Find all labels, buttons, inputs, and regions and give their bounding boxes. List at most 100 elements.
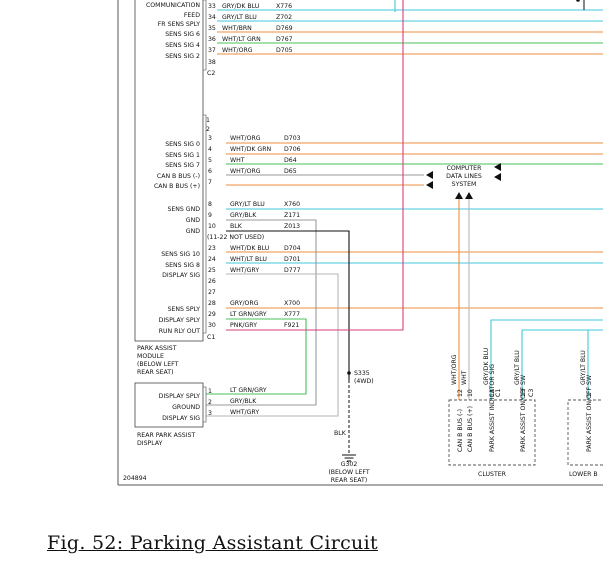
wire-color-code: GRY/LT BLU bbox=[230, 201, 265, 208]
circuit-id: D706 bbox=[284, 146, 301, 153]
pin-number: 10 bbox=[208, 223, 216, 230]
pins-not-used-note: (11-22 NOT USED) bbox=[207, 234, 264, 241]
wire-29-green-to-display bbox=[206, 318, 307, 395]
pin-number: 29 bbox=[208, 311, 216, 318]
pin-label: DISPLAY SPLY bbox=[159, 317, 201, 324]
pin-label: CAN B BUS (+) bbox=[154, 183, 200, 190]
cluster-pin-label: CAN B BUS (-) bbox=[457, 409, 464, 452]
pin-number: 3 bbox=[208, 135, 212, 142]
pin-number: 23 bbox=[208, 245, 216, 252]
pin-label: SENS SIG 7 bbox=[165, 162, 200, 169]
park-assist-module-box bbox=[134, 0, 204, 342]
arrow-left-icon bbox=[426, 181, 433, 189]
circuit-id: X776 bbox=[276, 3, 292, 10]
display-pin-number: 2 bbox=[208, 399, 212, 406]
pin-number: 7 bbox=[208, 179, 212, 186]
wire-color-code: WHT/BRN bbox=[222, 25, 252, 32]
arrow-left-icon bbox=[494, 173, 501, 181]
computer-data-lines-label: COMPUTER bbox=[447, 165, 482, 172]
pin-number: 34 bbox=[208, 14, 216, 21]
pin-number: 38 bbox=[208, 59, 216, 66]
circuit-id: F921 bbox=[284, 322, 299, 329]
pin-number: 6 bbox=[208, 168, 212, 175]
lower-pin-label: PARK ASSIST ON/OFF SW bbox=[586, 375, 593, 452]
pin-number: 24 bbox=[208, 256, 216, 263]
wire-color-code: WHT/DK BLU bbox=[230, 245, 269, 252]
circuit-id: Z171 bbox=[284, 212, 300, 219]
arrow-up-icon bbox=[465, 192, 473, 199]
pin-number: 26 bbox=[208, 278, 216, 285]
pin-label: FR SENS SPLY bbox=[158, 21, 200, 28]
pin-number: 4 bbox=[208, 146, 212, 153]
cluster-pin-label: CAN B BUS (+) bbox=[467, 406, 474, 452]
module-label: PARK ASSIST MODULE (BELOW LEFT REAR SEAT… bbox=[137, 345, 179, 376]
cluster-pin-number: 12 bbox=[457, 389, 464, 397]
cluster-wire-color: GRY/LT BLU bbox=[514, 350, 521, 385]
lower-pin-number: 1 bbox=[586, 393, 593, 397]
pin-number: 37 bbox=[208, 47, 216, 54]
mid-wires bbox=[206, 0, 603, 417]
pin-label: CAN B BUS (-) bbox=[157, 173, 200, 180]
wire-color-code: GRY/DK BLU bbox=[222, 3, 259, 10]
circuit-id: D701 bbox=[284, 256, 301, 263]
cluster-connector-c3: C3 bbox=[528, 389, 535, 397]
diagram-canvas: C2 C1 COMMUNICATION 33 GRY/DK BLU X776 F… bbox=[117, 0, 603, 486]
arrow-up-icon bbox=[455, 192, 463, 199]
splice-dot bbox=[576, 0, 580, 2]
cluster-connector-c1: C1 bbox=[495, 389, 502, 397]
pin-label: SENS SIG 4 bbox=[165, 42, 200, 49]
wire-gry-lt-blu-cluster bbox=[521, 329, 603, 400]
display-label-line: DISPLAY bbox=[137, 440, 163, 447]
wire-9-gray-to-display bbox=[206, 219, 317, 406]
pin-number: 1 bbox=[206, 117, 210, 124]
pin-number: 27 bbox=[208, 289, 216, 296]
circuit-id: D769 bbox=[276, 25, 293, 32]
wire-color-code: WHT/LT GRN bbox=[222, 36, 261, 43]
cluster-pin-label: PARK ASSIST ON/OFF SW bbox=[520, 375, 527, 452]
pin-label: SENS SIG 10 bbox=[161, 251, 200, 258]
ground-symbol bbox=[342, 454, 356, 462]
circuit-id: D64 bbox=[284, 157, 297, 164]
display-label-line: REAR PARK ASSIST bbox=[137, 432, 195, 439]
module-label-line: PARK ASSIST bbox=[137, 345, 177, 352]
circuit-id: D703 bbox=[284, 135, 301, 142]
arrow-left-icon bbox=[494, 163, 501, 171]
display-pin-label: GROUND bbox=[172, 404, 200, 411]
display-pin-number: 3 bbox=[208, 410, 212, 417]
wire-color-code: GRY/LT BLU bbox=[222, 14, 257, 21]
wire-color-code: WHT/ORG bbox=[222, 47, 253, 54]
wire-color-code: WHT bbox=[230, 157, 245, 164]
top-pin-rows: COMMUNICATION 33 GRY/DK BLU X776 FEED 34… bbox=[146, 2, 293, 66]
cluster-pin-number: 13 bbox=[489, 389, 496, 397]
mid-pin-rows: 1 2 SENS SIG 0 3 WHT/ORG D703 SENS SIG 1… bbox=[154, 117, 301, 335]
pin-label: SENS GND bbox=[167, 206, 200, 213]
cluster-pin-number: 10 bbox=[467, 389, 474, 397]
circuit-id: D777 bbox=[284, 267, 301, 274]
wire-color-code: WHT/DK GRN bbox=[230, 146, 272, 153]
display-pin-number: 1 bbox=[208, 388, 212, 395]
display-connector-bracket bbox=[203, 386, 207, 423]
computer-data-lines: COMPUTER DATA LINES SYSTEM bbox=[426, 163, 501, 199]
wire-gry-dk-blu-cluster bbox=[490, 319, 603, 400]
module-label-line: MODULE bbox=[137, 353, 164, 360]
pin-number: 36 bbox=[208, 36, 216, 43]
display-pin-label: DISPLAY SIG bbox=[162, 415, 200, 422]
cluster-label: CLUSTER bbox=[478, 471, 507, 478]
ground-point-label: G302 bbox=[341, 461, 358, 468]
computer-data-lines-label: SYSTEM bbox=[452, 181, 477, 188]
ground-location-line: REAR SEAT) bbox=[331, 477, 368, 484]
wire-color-code: WHT/GRY bbox=[230, 267, 259, 274]
display-pin-label: DISPLAY SPLY bbox=[159, 393, 201, 400]
wire-color-code: WHT/ORG bbox=[230, 135, 261, 142]
cluster-box bbox=[448, 399, 536, 466]
pin-label: SENS SIG 2 bbox=[165, 53, 200, 60]
pin-label: RUN RLY OUT bbox=[159, 328, 200, 335]
pin-label: SENS SIG 1 bbox=[165, 152, 200, 159]
splice-s335-dot bbox=[347, 371, 351, 375]
wire-color-code: GRY/BLK bbox=[230, 212, 257, 219]
pin-label: SENS SIG 8 bbox=[165, 262, 200, 269]
pin-label: GND bbox=[186, 228, 200, 235]
circuit-id: X700 bbox=[284, 300, 300, 307]
display-wire-color: LT GRN/GRY bbox=[230, 387, 267, 394]
